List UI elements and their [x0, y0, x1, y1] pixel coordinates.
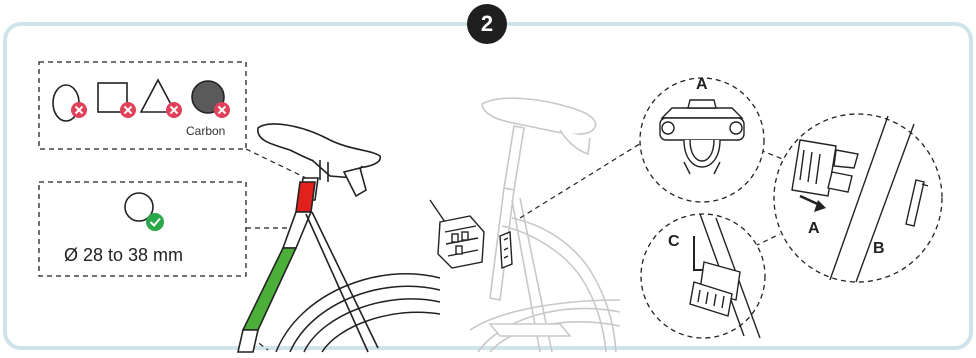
detail-label-a-right: A: [808, 220, 820, 238]
detail-label-c: C: [668, 233, 680, 251]
cross-icon: [166, 102, 182, 118]
check-icon: [146, 213, 164, 231]
cross-icon: [71, 102, 87, 118]
diameter-range-label: Ø 28 to 38 mm: [64, 245, 183, 266]
saddle-illustration: [258, 124, 380, 196]
detail-label-b-right: B: [873, 240, 885, 258]
leader-line: [755, 234, 780, 246]
rear-wheel-illustration: [276, 274, 440, 352]
cross-icon: [214, 102, 230, 118]
carbon-label: Carbon: [186, 124, 225, 138]
bike-overview-illustration: [470, 98, 620, 352]
step-number-badge: 2: [467, 4, 507, 44]
detail-label-a-top: A: [696, 76, 708, 94]
cross-icon: [120, 102, 136, 118]
